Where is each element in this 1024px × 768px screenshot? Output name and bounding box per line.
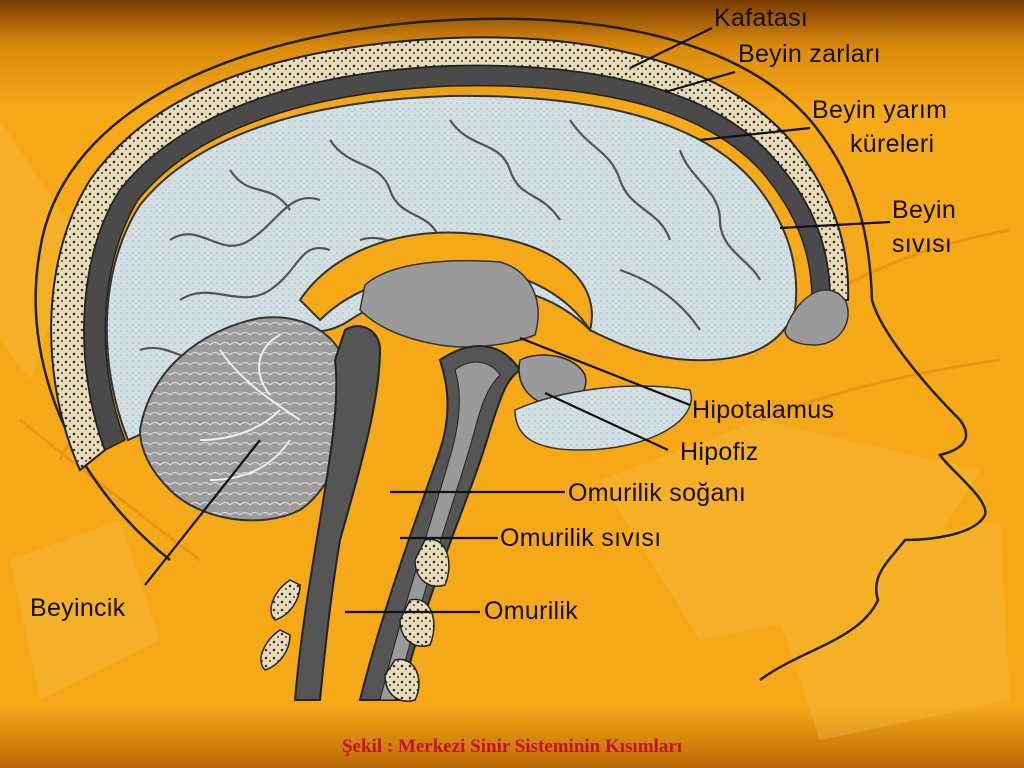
head-outline	[34, 17, 987, 682]
cerebellum-tree	[199, 334, 301, 481]
label-omurilik-sivisi: Omurilik sıvısı	[500, 524, 662, 552]
label-beyin-sivisi-line1: Beyin	[892, 196, 957, 224]
sinus	[514, 385, 693, 451]
label-hipofiz: Hipofiz	[680, 438, 759, 466]
background-decor	[0, 120, 1010, 740]
figure-caption: Şekil : Merkezi Sinir Sisteminin Kısımla…	[341, 736, 683, 757]
label-beyin-yarim-line2: küreleri	[850, 130, 935, 158]
brainstem	[293, 325, 382, 701]
cerebral-folds	[139, 119, 761, 363]
label-omurilik-sogani: Omurilik soğanı	[568, 479, 747, 507]
leader-lines	[144, 27, 891, 614]
label-omurilik: Omurilik	[484, 597, 579, 625]
thalamus	[359, 259, 539, 348]
label-beyin-zarlari: Beyin zarları	[738, 40, 881, 68]
label-kafatasi: Kafatası	[714, 4, 809, 32]
label-beyin-sivisi-line2: sıvısı	[892, 230, 953, 258]
frontal-sinus	[784, 289, 849, 346]
label-beyincik: Beyincik	[30, 594, 126, 622]
label-hipotalamus: Hipotalamus	[692, 396, 835, 424]
label-beyin-yarim-line1: Beyin yarım	[812, 96, 948, 124]
